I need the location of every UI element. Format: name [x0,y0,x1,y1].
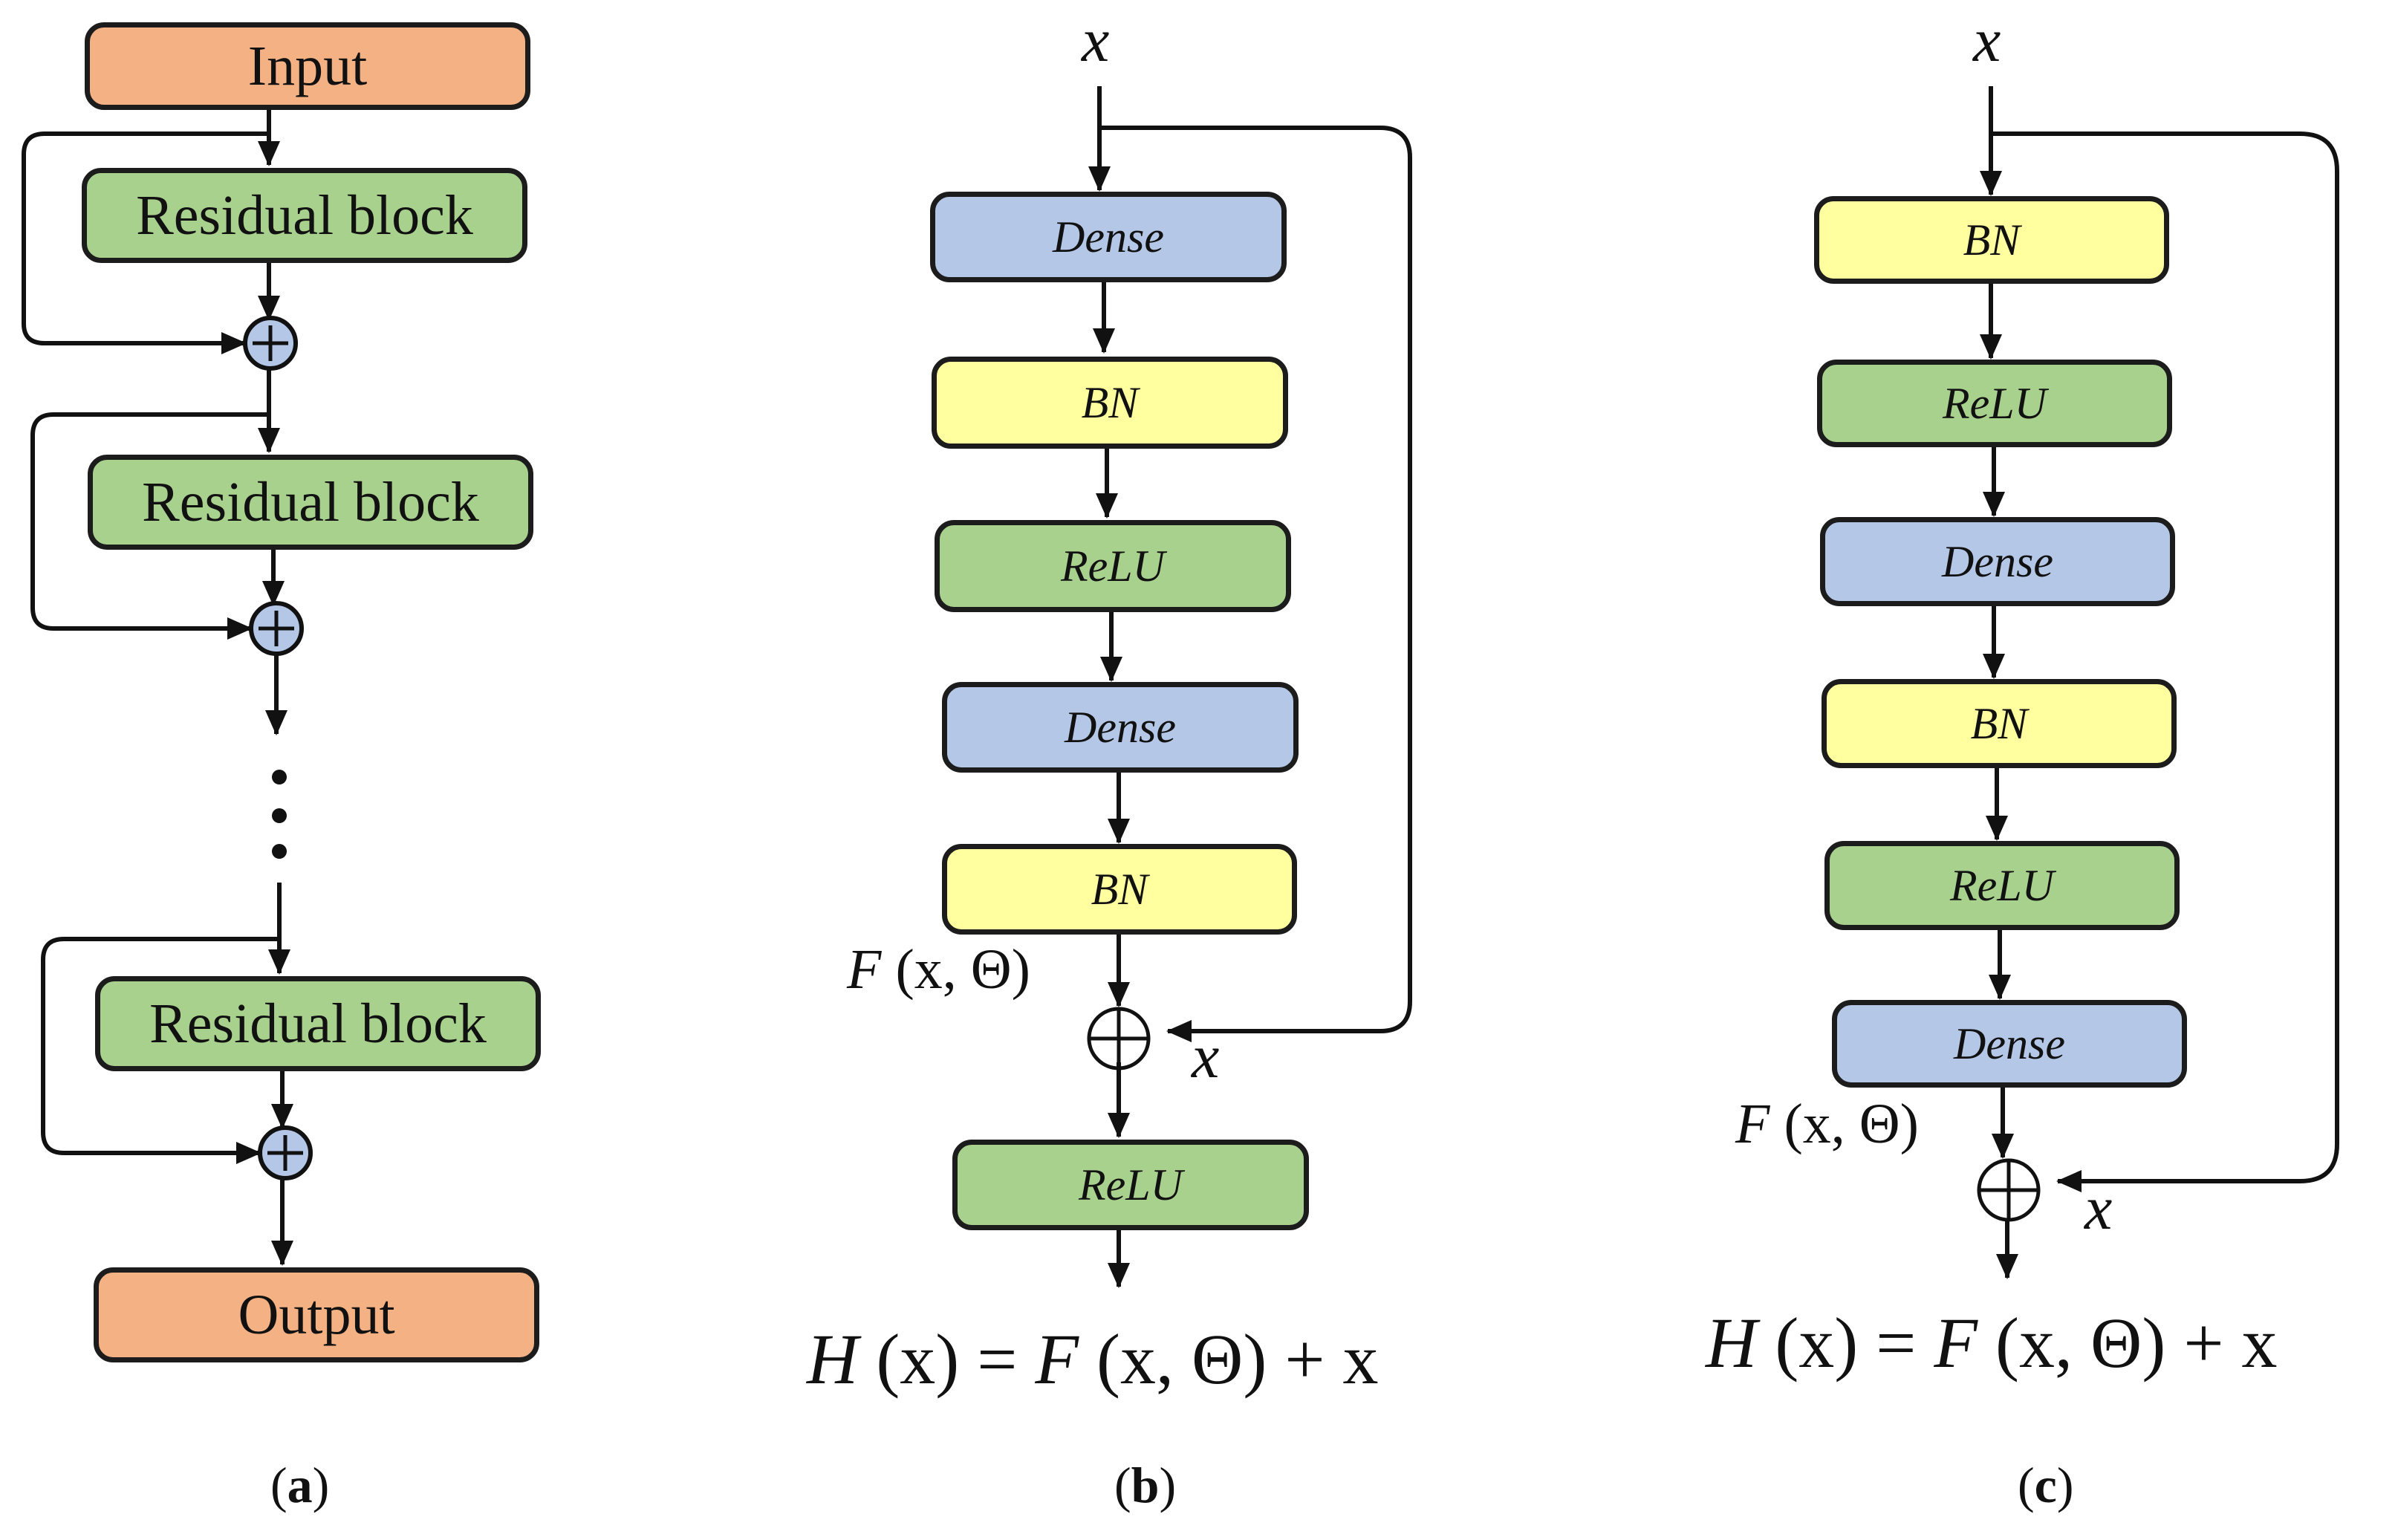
panel-b-layer-1-label: Dense [1053,212,1164,261]
panel-c-f-symbol: F [1735,1093,1770,1155]
residual-block-3-label: Residual block [149,992,487,1055]
caption-b-letter: b [1131,1457,1160,1513]
panel-a-connectors [22,110,293,1266]
panel-b-layer-4-label: Dense [1065,702,1176,752]
panel-b-connectors [1088,86,1412,1288]
panel-a-sum-nodes [243,316,313,1180]
panel-c-f-label: F (x, Θ) [1735,1092,1919,1157]
panel-c-skip-x: x [2084,1174,2113,1243]
panel-b-layer-3-relu: ReLU [935,520,1291,612]
panel-b-eq-rhs: (x, Θ) + x [1079,1319,1379,1399]
panel-b-layer-2-label: BN [1081,377,1139,427]
output-box: Output [94,1267,539,1362]
caption-b: (b) [1114,1456,1176,1515]
panel-b-equation: H (x) = F (x, Θ) + x [807,1318,1378,1400]
residual-block-1: Residual block [82,168,527,263]
residual-block-3: Residual block [95,976,541,1071]
panel-c-connectors [1980,86,2339,1279]
skip-connection-1 [22,131,269,354]
panel-b-eq-f: F [1035,1319,1079,1399]
panel-b-final-relu: ReLU [952,1140,1309,1230]
skip-connection-2 [30,412,269,640]
panel-b-f-args: (x, Θ) [881,938,1030,1001]
panel-c-layer-1-label: BN [1963,215,2021,264]
caption-c-letter: c [2034,1457,2057,1513]
panel-b-layer-4-dense: Dense [942,682,1299,773]
ellipsis-dots [272,770,287,859]
caption-b-close: ) [1159,1457,1177,1513]
panel-b-layer-3-label: ReLU [1061,541,1165,591]
panel-c-layer-2-relu: ReLU [1817,360,2172,447]
sum-node-1 [243,316,298,371]
panel-b-eq-h: H [807,1319,859,1399]
input-label: Input [247,34,368,97]
panel-b-layer-5-label: BN [1091,864,1148,914]
caption-a-letter: a [287,1457,313,1513]
panel-c-eq-lhs: (x) = [1757,1303,1934,1383]
panel-b-final-relu-label: ReLU [1079,1160,1183,1209]
residual-block-2: Residual block [88,455,533,550]
panel-c-layer-3-dense: Dense [1820,517,2175,606]
output-label: Output [238,1283,395,1346]
panel-b-input-x: x [1082,6,1110,75]
sum-node-3 [258,1125,313,1180]
caption-c-close: ) [2056,1457,2074,1513]
caption-c-open: ( [2018,1457,2035,1513]
panel-c-layer-5-relu: ReLU [1824,841,2180,930]
panel-b-sum-node [1087,1007,1151,1070]
panel-c-layer-4-label: BN [1970,698,2028,748]
skip-connection-b [1099,126,1412,1042]
panel-b-layer-1-dense: Dense [930,192,1287,282]
skip-connection-3 [41,937,279,1164]
panel-c-layer-1-bn: BN [1814,196,2169,284]
panel-b-f-label: F (x, Θ) [847,938,1030,1002]
panel-b-skip-x: x [1192,1022,1220,1091]
panel-b-layer-5-bn: BN [942,844,1297,935]
skip-connection-c [1991,131,2339,1192]
sum-node-2 [249,601,304,656]
panel-b-f-symbol: F [847,938,882,1001]
panel-b-layer-2-bn: BN [932,357,1288,449]
caption-a-open: ( [270,1457,287,1513]
panel-c-equation: H (x) = F (x, Θ) + x [1706,1302,2277,1384]
panel-c-layer-6-label: Dense [1954,1018,2065,1068]
panel-c-eq-f: F [1934,1303,1978,1383]
panel-c-eq-h: H [1706,1303,1758,1383]
residual-block-2-label: Residual block [142,470,479,533]
panel-c-layer-5-label: ReLU [1950,860,2054,910]
caption-a: (a) [270,1456,329,1515]
panel-c-layer-4-bn: BN [1822,679,2177,768]
panel-c-f-args: (x, Θ) [1770,1093,1919,1155]
panel-b-eq-lhs: (x) = [858,1319,1036,1399]
panel-c-eq-rhs: (x, Θ) + x [1978,1303,2278,1383]
caption-b-open: ( [1114,1457,1131,1513]
caption-a-close: ) [312,1457,330,1513]
input-box: Input [85,22,530,110]
residual-block-1-label: Residual block [136,183,473,247]
panel-c-layer-6-dense: Dense [1832,1000,2187,1088]
panel-c-layer-2-label: ReLU [1943,378,2047,428]
panel-c-sum-node [1977,1158,2041,1222]
caption-c: (c) [2018,1456,2074,1515]
panel-c-layer-3-label: Dense [1942,536,2053,586]
panel-c-input-x: x [1973,6,2001,75]
